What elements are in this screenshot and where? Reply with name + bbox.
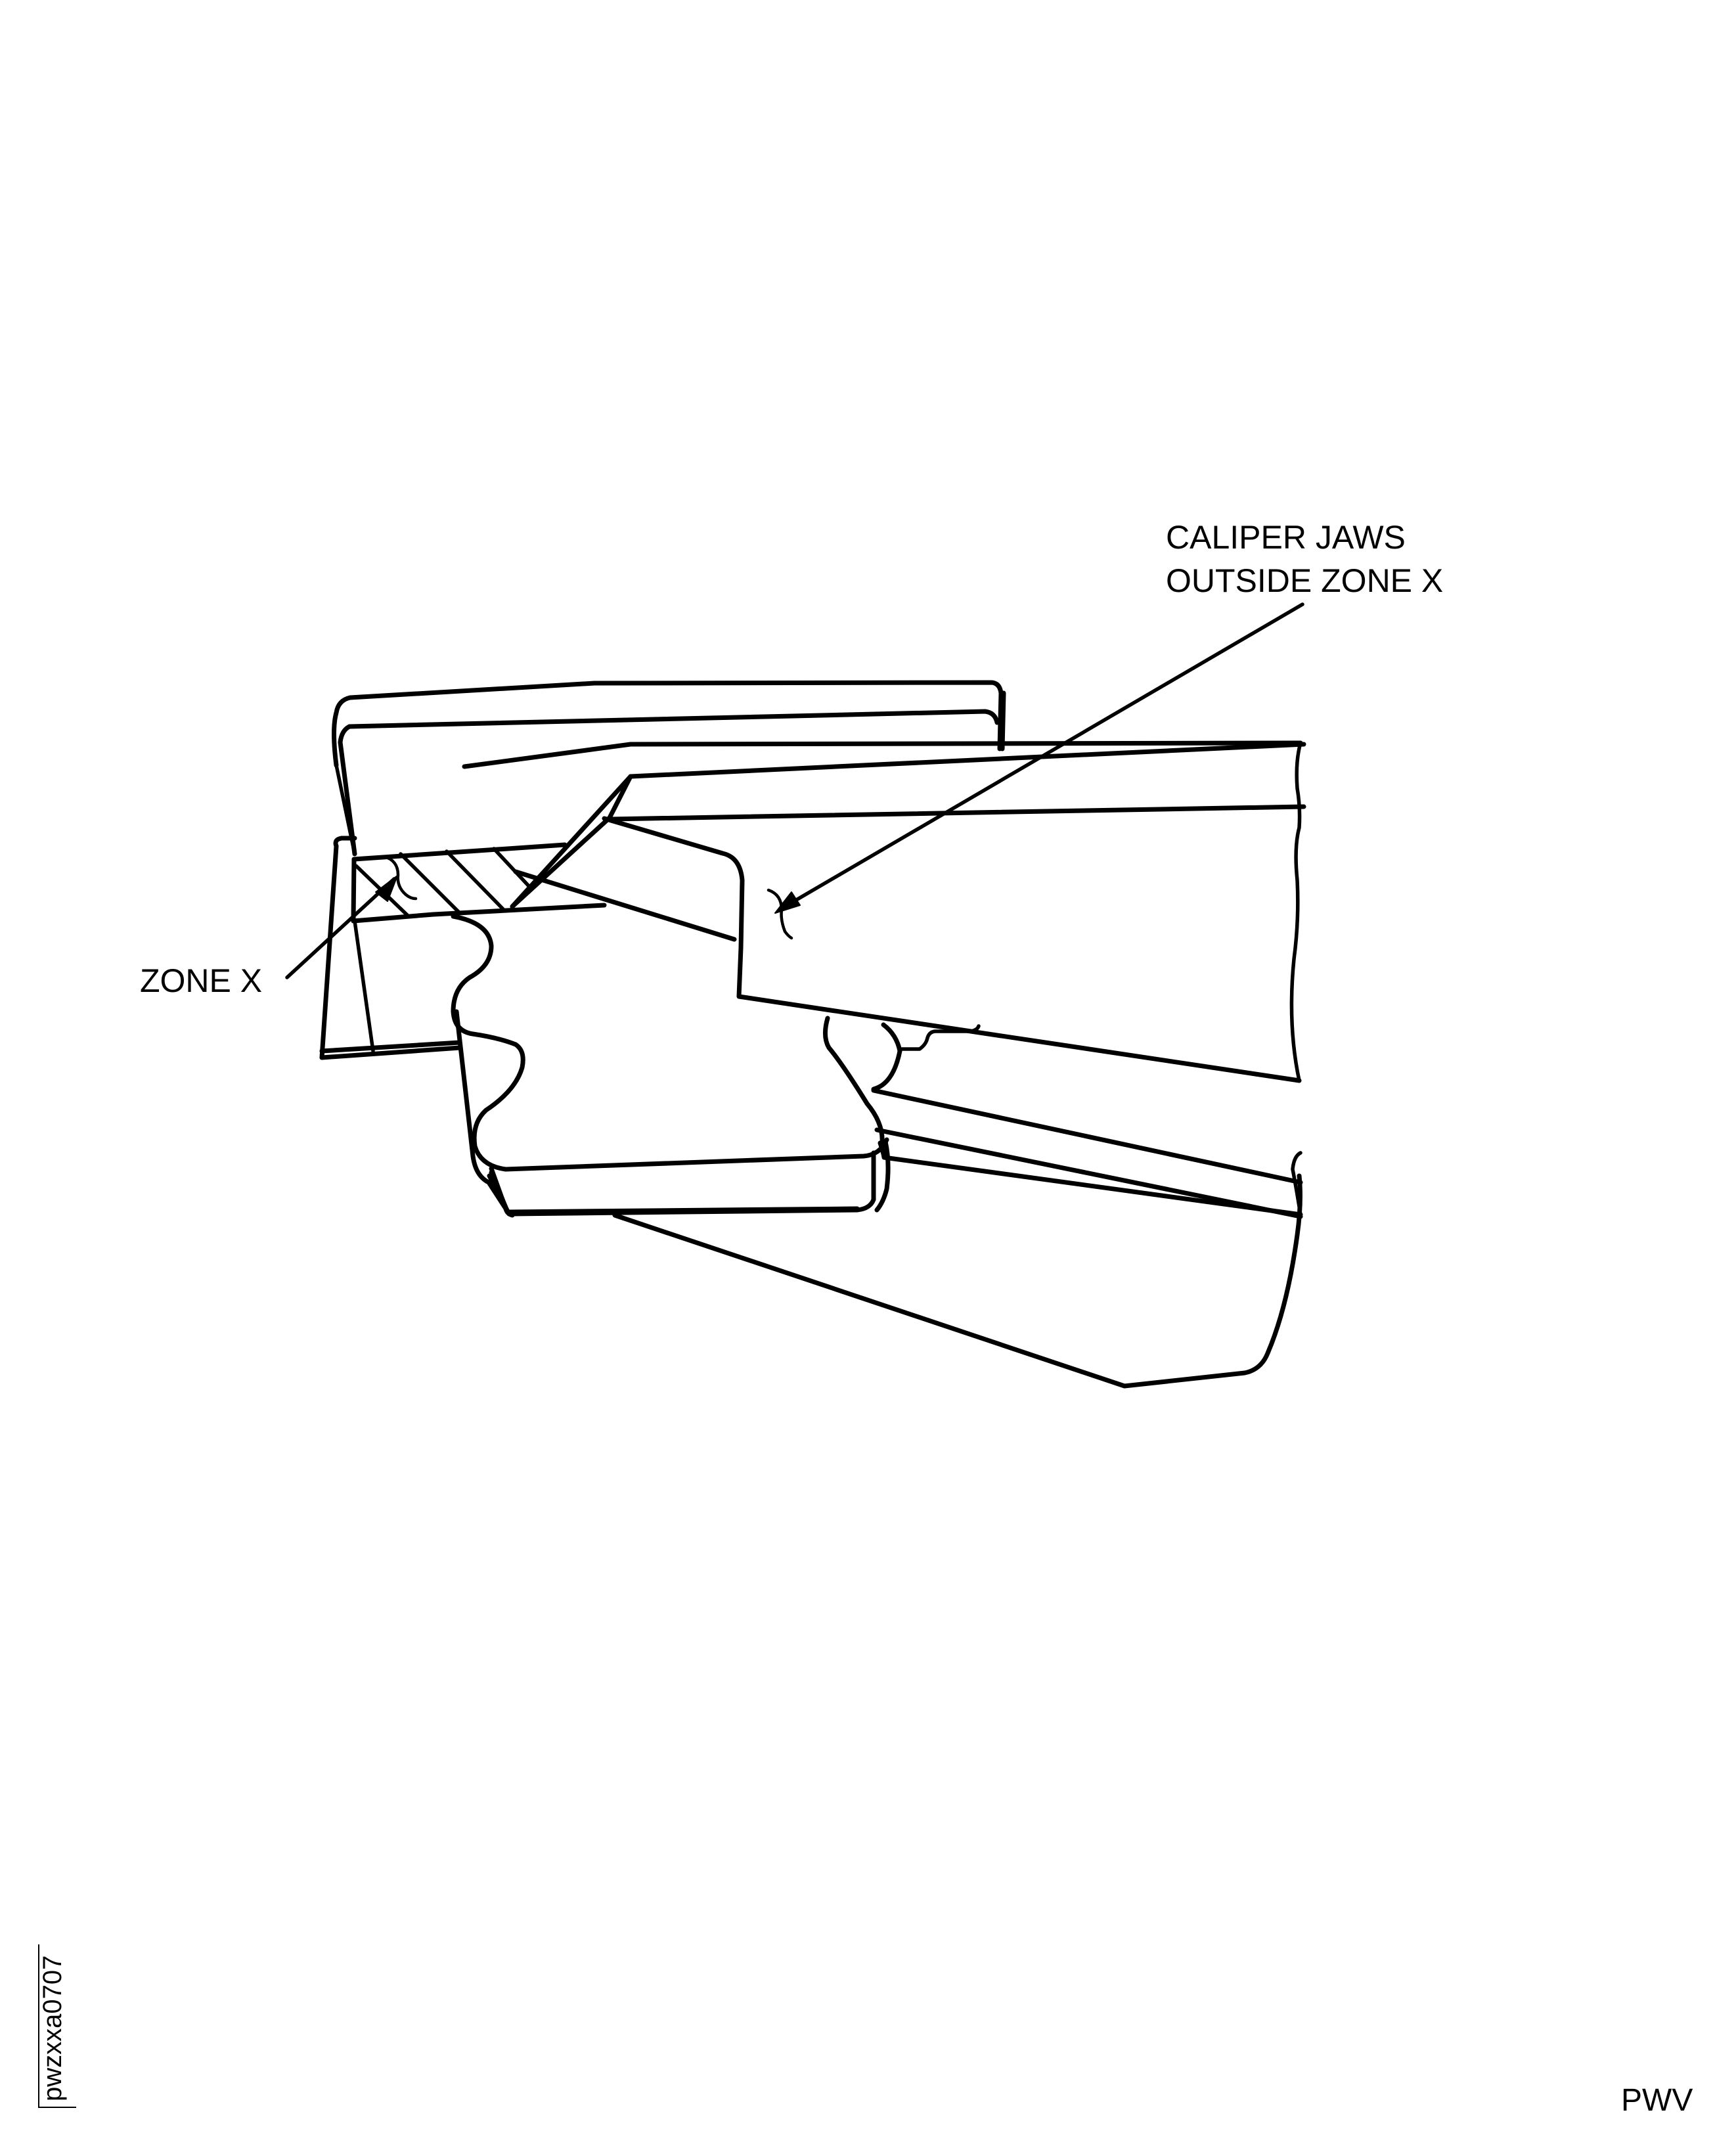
callout-caliper-line1: CALIPER JAWS (1166, 519, 1406, 556)
callout-zone-x-label: ZONE X (140, 962, 263, 999)
arrow-icon (774, 891, 801, 914)
figure-id-frame-bottom (38, 2107, 76, 2108)
caliper-jaw-bar (462, 740, 1306, 1083)
lower-caliper-body (612, 1022, 1303, 1389)
figure-id-frame (38, 1944, 39, 2107)
callout-caliper-jaws-label: CALIPER JAWS OUTSIDE ZONE X (1166, 516, 1443, 602)
callout-caliper-line2: OUTSIDE ZONE X (1166, 562, 1444, 599)
torn-part-body (451, 914, 891, 1218)
caliper-lower-jaw (513, 816, 1302, 1083)
arrow-icon (375, 875, 398, 902)
leader-zone-x (285, 875, 398, 979)
left-thin-plate (319, 836, 462, 1060)
zone-x-band (351, 842, 607, 924)
upper-blade-block (332, 680, 1006, 857)
source-code: PWV (1621, 2083, 1693, 2118)
figure-id: pwzxxa0707 (38, 1955, 67, 2101)
leader-caliper-jaws (767, 602, 1304, 940)
